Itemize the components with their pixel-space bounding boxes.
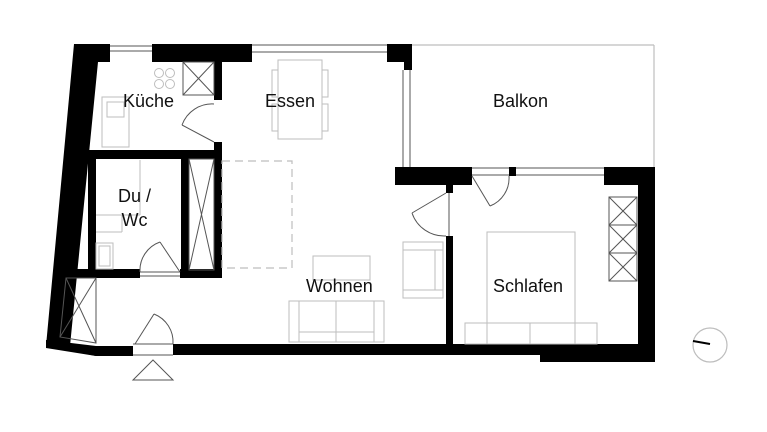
bedroom-door [411, 192, 450, 237]
bed [464, 231, 598, 345]
balcony-outline [412, 44, 655, 170]
living-furniture [288, 241, 444, 343]
kitchen-cabinet [182, 61, 215, 96]
kitchen-fixtures [101, 68, 175, 148]
room-label-du-wc: Du / Wc [118, 184, 151, 232]
room-label-balkon: Balkon [493, 91, 549, 111]
room-label-essen: Essen [265, 91, 316, 111]
room-label-du: Du / [118, 186, 152, 206]
windows [110, 44, 604, 176]
room-label-wc: Wc [121, 210, 148, 230]
kitchen-door [181, 103, 215, 143]
north-compass-icon [692, 327, 728, 363]
bath-fixtures [95, 160, 141, 270]
hall-wardrobe [188, 158, 215, 271]
entry-door [133, 313, 174, 356]
bath-door [139, 241, 181, 277]
dashed-area [221, 160, 293, 269]
balcony-door [471, 175, 510, 207]
bedroom-wardrobe [608, 196, 638, 282]
room-label-kueche: Küche [123, 91, 175, 111]
walls [46, 44, 655, 362]
entrance-wardrobe [59, 277, 97, 344]
dining-table [271, 59, 329, 140]
room-label-wohnen: Wohnen [306, 276, 373, 296]
entrance-triangle-icon [131, 359, 175, 381]
room-label-schlafen: Schlafen [493, 276, 564, 296]
